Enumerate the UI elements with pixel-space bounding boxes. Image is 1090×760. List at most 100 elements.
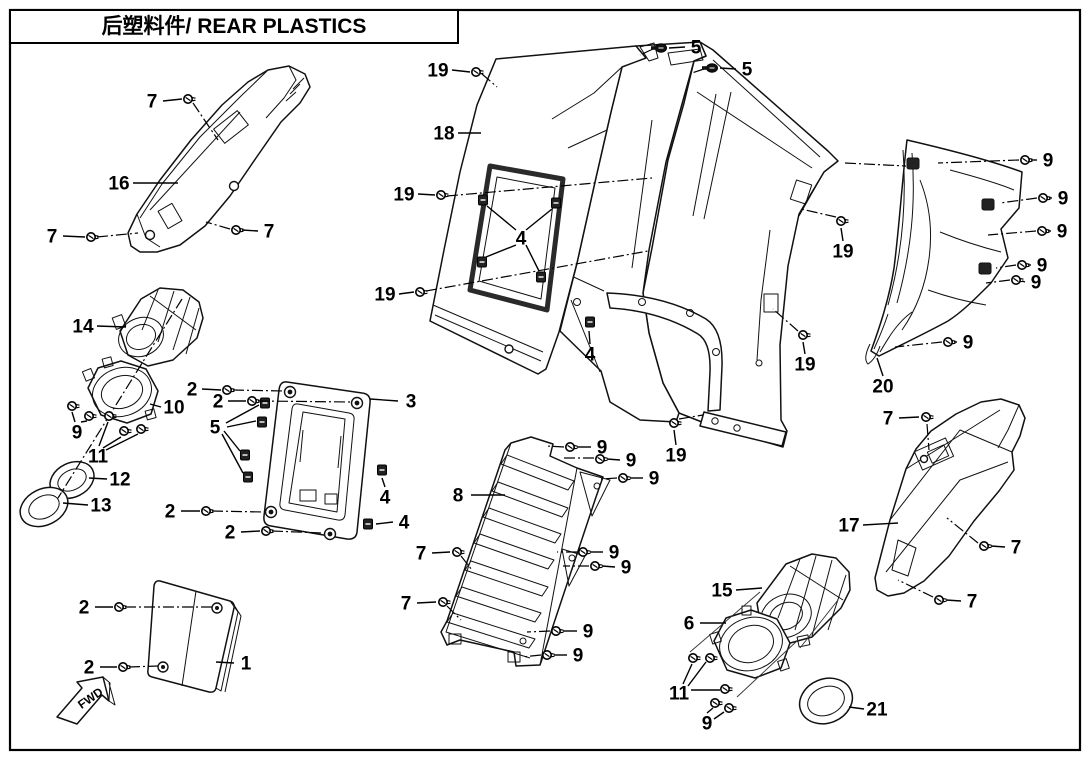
callout-number: 9 [963, 333, 974, 354]
leader-axis-line [946, 517, 979, 544]
leader-axis-line [446, 177, 653, 197]
callout-number: 12 [109, 470, 130, 491]
guide-line [799, 599, 839, 649]
screw-icon [594, 453, 608, 464]
callout-9: 9 [557, 543, 619, 564]
part-1-cover-panel [147, 580, 242, 693]
callout-number: 19 [832, 242, 853, 263]
callout-10: 10 [149, 398, 185, 419]
callout-19: 19 [393, 177, 653, 206]
leader-line [990, 545, 1006, 548]
callout-2: 2 [187, 380, 285, 401]
part-18-right-section [642, 41, 839, 448]
leader-line [876, 357, 884, 377]
leader-line [451, 69, 471, 73]
leader-line [215, 661, 235, 664]
leader-axis-line [926, 423, 930, 451]
callout-number: 2 [187, 380, 198, 401]
screw-icon [1019, 155, 1033, 166]
callout-19: 19 [427, 61, 498, 88]
screw-icon [687, 652, 701, 663]
screw-icon [704, 652, 718, 663]
leader-line [417, 193, 436, 196]
leader-line [588, 330, 591, 345]
part-18-rear-fender-panel [429, 45, 647, 375]
callout-number: 9 [626, 451, 637, 472]
screw-icon [835, 216, 849, 227]
callout-number: 9 [1043, 151, 1054, 172]
clip-fastener [536, 271, 546, 283]
leader-line [381, 477, 386, 488]
screw-icon [86, 232, 99, 243]
callout-12: 12 [88, 470, 131, 491]
leader-line [719, 67, 737, 70]
leader-line [71, 411, 76, 423]
callout-17: 17 [838, 516, 899, 537]
callout-number: 7 [967, 592, 978, 613]
screw-icon [617, 472, 631, 483]
callout-9: 9 [67, 400, 97, 444]
callout-number: 19 [374, 285, 395, 306]
callout-number: 7 [264, 222, 275, 243]
clip-fastener [260, 397, 270, 409]
leader-axis-line [600, 477, 618, 480]
leader-axis-line [192, 102, 219, 141]
callout-number: 2 [213, 392, 224, 413]
leader-line [226, 420, 257, 428]
leader-line [416, 601, 437, 604]
callout-2: 2 [213, 392, 353, 413]
screw-icon [723, 702, 737, 713]
callout-number: 9 [72, 423, 83, 444]
leader-axis-line [639, 48, 654, 56]
callout-number: 5 [210, 418, 221, 439]
callout-number: 20 [872, 377, 893, 398]
screw-icon [550, 625, 564, 636]
screw-icon [118, 661, 131, 672]
callout-9: 9 [546, 438, 608, 459]
screw-icon [104, 410, 117, 421]
callout-number: 14 [72, 317, 94, 338]
callout-9: 9 [999, 189, 1068, 210]
leader-axis-line [96, 232, 139, 238]
callout-number: 11 [669, 684, 690, 705]
callout-number: 4 [516, 229, 527, 250]
callout-4: 4 [375, 513, 410, 534]
callout-4: 4 [585, 330, 596, 366]
callout-4: 4 [485, 205, 553, 272]
leader-axis-line [271, 530, 323, 534]
leader-line [240, 530, 261, 533]
callout-number: 9 [597, 438, 608, 459]
leader-line [848, 706, 865, 710]
callout-number: 1 [241, 654, 252, 675]
callout-18: 18 [433, 124, 481, 145]
clip-fastener [477, 256, 487, 268]
callout-19: 19 [800, 208, 854, 263]
callout-number: 18 [433, 124, 454, 145]
clip-fastener [377, 464, 387, 476]
leader-axis-line [546, 445, 565, 448]
leader-axis-line [897, 579, 934, 598]
axis-line [844, 162, 907, 167]
screw-icon [1010, 274, 1024, 285]
callout-number: 4 [380, 488, 391, 509]
callout-number: 9 [649, 469, 660, 490]
callout-9: 9 [526, 622, 593, 643]
callout-3: 3 [369, 392, 417, 413]
callout-9: 9 [563, 558, 631, 579]
screw-icon [564, 441, 578, 452]
screw-icon [260, 525, 274, 536]
callout-21: 21 [848, 700, 888, 721]
callout-15: 15 [711, 581, 763, 602]
leader-line [525, 244, 540, 272]
callout-7: 7 [416, 544, 473, 571]
callout-number: 3 [406, 392, 417, 413]
leader-axis-line [446, 605, 462, 621]
callout-number: 9 [702, 714, 713, 735]
axes-layer [57, 162, 907, 698]
leader-axis-line [232, 389, 285, 392]
callout-2: 2 [84, 658, 159, 679]
callout-number: 5 [691, 38, 702, 59]
screw-icon [709, 697, 723, 708]
screw-icon [577, 546, 591, 557]
leader-line [201, 388, 222, 391]
